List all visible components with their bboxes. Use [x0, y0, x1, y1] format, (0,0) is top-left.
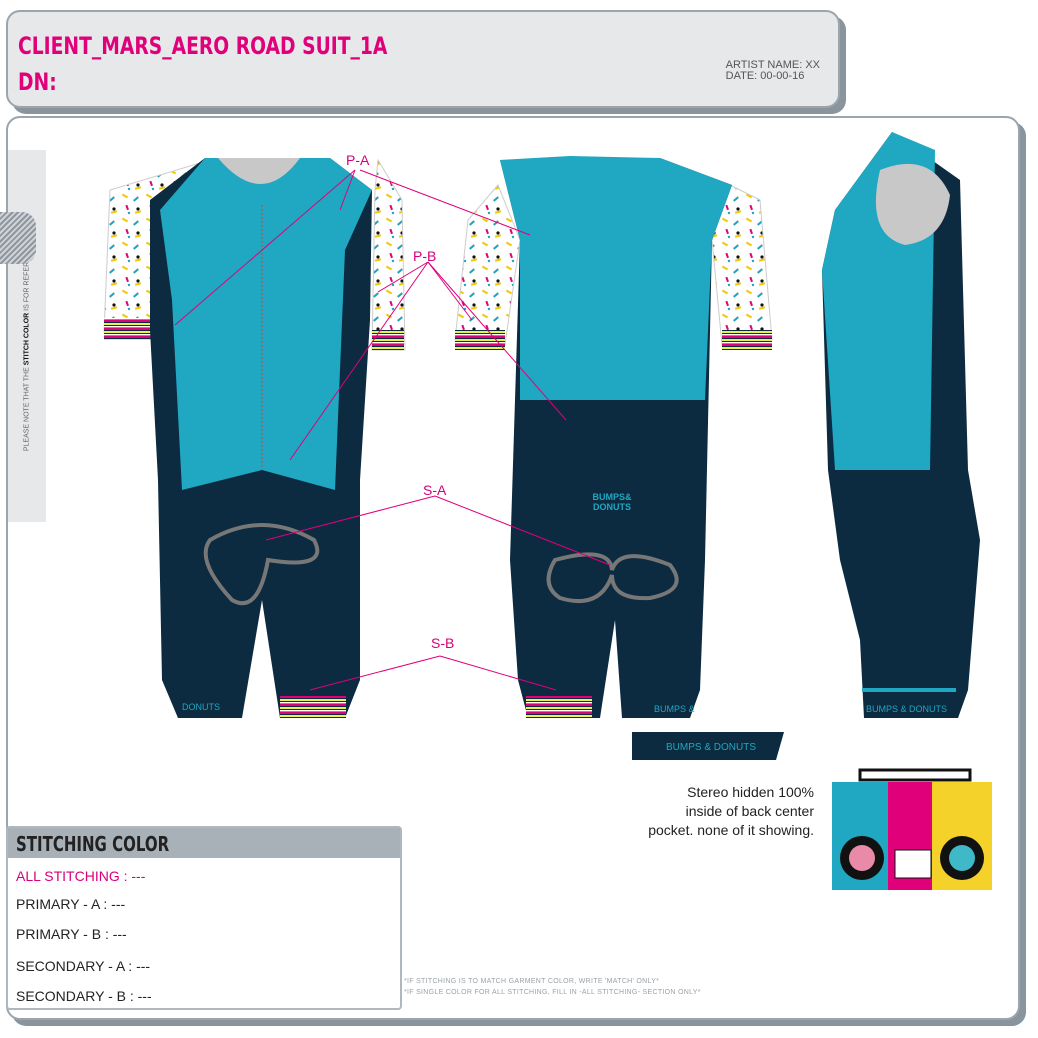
brand-badge: [632, 732, 784, 760]
back-left-cuff: [455, 330, 505, 350]
front-leg-gripper: [280, 696, 346, 718]
back-upper-panel: [500, 156, 732, 400]
stereo-note-line-3: pocket. none of it showing.: [648, 822, 814, 838]
side-leg-brand: BUMPS & DONUTS: [866, 704, 947, 714]
stitching-header: STITCHING COLOR: [8, 828, 400, 858]
stitching-heading: STITCHING COLOR: [16, 832, 170, 856]
callout-sa: S-A: [423, 482, 447, 498]
back-logo-line-1: BUMPS&: [592, 492, 632, 502]
footnote-match: *IF STITCHING IS TO MATCH GARMENT COLOR,…: [404, 978, 660, 985]
callout-pb: P-B: [413, 248, 437, 264]
back-leg-brand: BUMPS &: [654, 704, 695, 714]
artist-name: ARTIST NAME: XX: [725, 59, 820, 71]
front-torso-panel: [160, 158, 372, 490]
callout-pa: P-A: [346, 152, 370, 168]
artist-info: ARTIST NAME: XX DATE: 00-00-16: [726, 60, 820, 82]
back-right-cuff: [722, 330, 772, 350]
all-stitching-field[interactable]: ALL STITCHING : ---: [16, 868, 146, 884]
header-panel: CLIENT_MARS_AERO ROAD SUIT_1A DN: ARTIST…: [6, 10, 840, 108]
front-neck-opening: [218, 158, 300, 184]
front-left-cuff: [104, 318, 156, 340]
front-view: [103, 158, 406, 718]
front-chamois-outline: [203, 523, 320, 606]
dn-label: DN:: [18, 68, 57, 96]
front-right-cuff: [372, 330, 404, 350]
stereo-note-line-2: inside of back center: [685, 803, 814, 819]
side-view: BUMPS & DONUTS: [822, 132, 980, 718]
stereo-note-line-1: Stereo hidden 100%: [687, 784, 814, 800]
date-label: DATE: 00-00-16: [725, 70, 805, 82]
back-logo-line-2: DONUTS: [593, 502, 631, 512]
back-view: BUMPS& DONUTS BUMPS &: [454, 156, 773, 718]
page-title: CLIENT_MARS_AERO ROAD SUIT_1A: [18, 32, 388, 60]
primary-a-field[interactable]: PRIMARY - A : ---: [16, 896, 126, 912]
back-left-sleeve: [454, 184, 521, 346]
stereo-note: Stereo hidden 100% inside of back center…: [600, 783, 814, 840]
secondary-a-field[interactable]: SECONDARY - A : ---: [16, 958, 151, 974]
back-chamois-outline: [546, 552, 679, 604]
stereo-graphic: [832, 768, 992, 890]
front-right-sleeve: [371, 158, 406, 351]
brand-badge-text: BUMPS & DONUTS: [666, 742, 756, 753]
front-leg-brand: DONUTS: [182, 702, 220, 712]
side-arm-opening: [875, 163, 950, 245]
stitching-panel: STITCHING COLOR ALL STITCHING : --- PRIM…: [6, 826, 402, 1010]
footnote-single-color: *IF SINGLE COLOR FOR ALL STITCHING, FILL…: [404, 989, 701, 996]
callout-sb: S-B: [431, 635, 455, 651]
primary-b-field[interactable]: PRIMARY - B : ---: [16, 926, 127, 942]
panel-tab-handle[interactable]: [0, 212, 36, 264]
callout-lines: [174, 169, 611, 691]
back-leg-gripper: [526, 696, 592, 718]
secondary-b-field[interactable]: SECONDARY - B : ---: [16, 988, 152, 1004]
